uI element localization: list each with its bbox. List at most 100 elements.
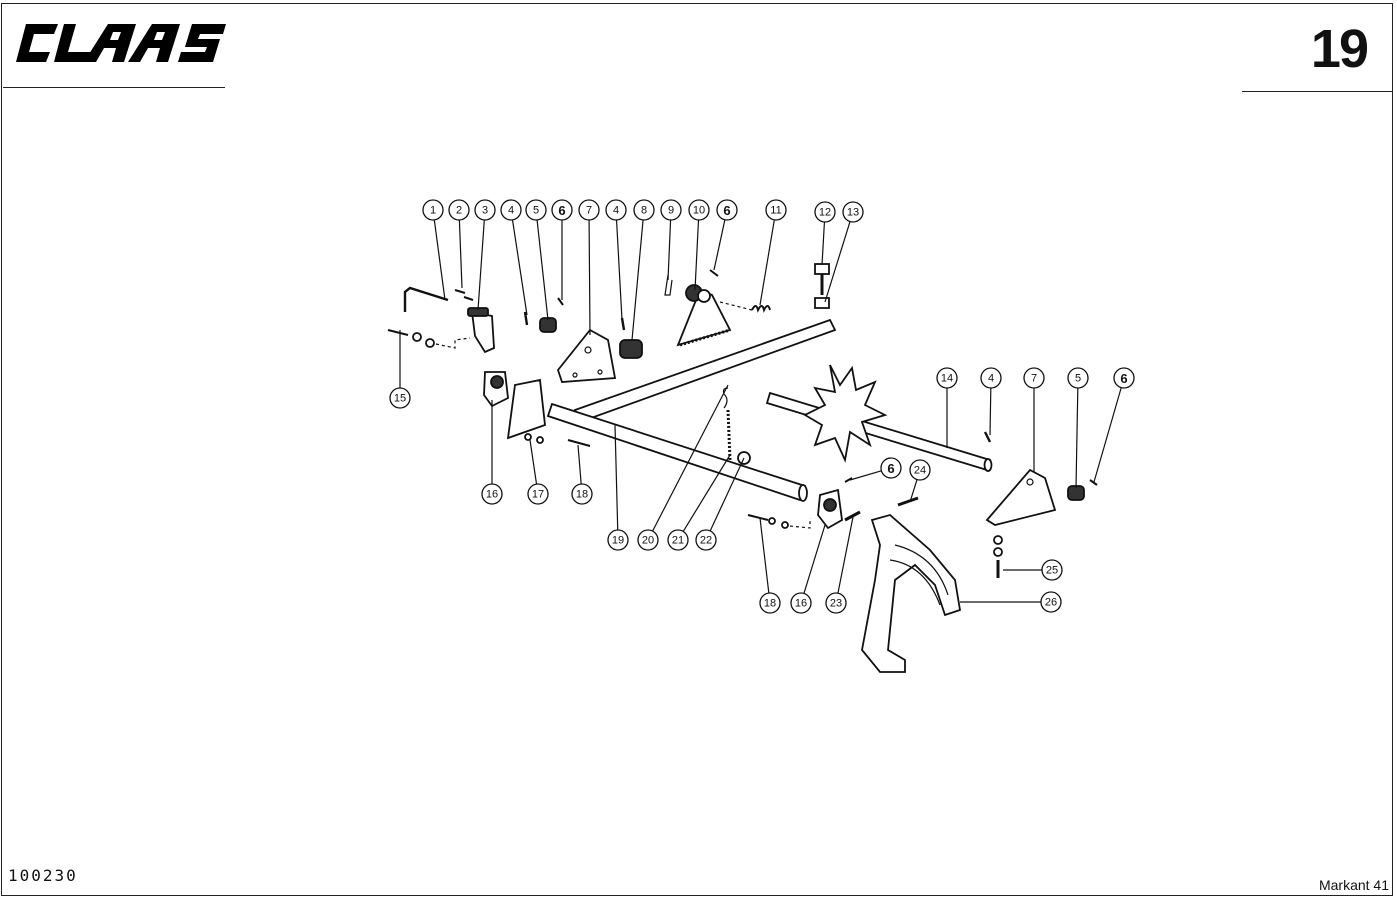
callout-circle (422, 199, 444, 221)
claas-logo (16, 24, 226, 62)
callout-8: 8 (633, 199, 655, 221)
callout-circle (842, 201, 864, 223)
callout-label: 7 (586, 205, 592, 217)
right-shaft (765, 391, 992, 472)
page-number: 19 (1310, 19, 1369, 79)
callout-label: 1 (430, 205, 436, 217)
leader-line (667, 219, 672, 281)
leader-line (989, 387, 992, 436)
leader-line (529, 439, 538, 485)
fork-part (861, 514, 962, 673)
callout-label: 5 (1075, 373, 1081, 385)
callout-label: 4 (508, 205, 514, 217)
callout-label: 18 (576, 489, 588, 501)
callout-23: 23 (825, 592, 847, 614)
callout-5: 5 (525, 199, 547, 221)
callout-label: 5 (533, 205, 539, 217)
callout-circle (389, 387, 411, 409)
callout-label: 16 (795, 598, 807, 610)
model-name: Markant 41 (1318, 877, 1389, 893)
callout-circle (980, 367, 1002, 389)
leader-line (433, 219, 446, 301)
callout-14: 14 (936, 367, 958, 389)
callout-label: 10 (693, 205, 705, 217)
callout-label: 19 (612, 535, 624, 547)
callout-11: 11 (765, 199, 787, 221)
callout-circle (525, 199, 547, 221)
callout-label: 7 (1031, 373, 1037, 385)
callout-circle (1023, 367, 1045, 389)
callout-label: 13 (847, 207, 859, 219)
callout-label: 11 (770, 205, 781, 217)
leader-line (615, 219, 623, 321)
callout-7: 7 (578, 199, 600, 221)
callout-4: 4 (605, 199, 627, 221)
leader-line (536, 219, 549, 321)
callout-circle (1041, 559, 1063, 581)
leader-line (614, 424, 619, 531)
callout-5: 5 (1067, 367, 1089, 389)
drawing-id: 100230 (8, 866, 78, 885)
callout-18: 18 (571, 483, 593, 505)
callout-circle (527, 483, 549, 505)
break-symbol (803, 364, 888, 464)
callout-label: 26 (1045, 597, 1057, 609)
callout-circle (695, 529, 717, 551)
leader-line (631, 219, 644, 341)
callout-label: 15 (394, 393, 406, 405)
callout-label: 23 (830, 598, 842, 610)
callout-21: 21 (667, 529, 689, 551)
leader-line (694, 219, 700, 291)
callout-2: 2 (448, 199, 470, 221)
callout-26: 26 (1040, 591, 1062, 613)
toothed-sector (676, 288, 732, 347)
callout-label: 12 (819, 207, 831, 219)
header-rule-right (1242, 91, 1392, 92)
callout-circle (1040, 591, 1062, 613)
header-rule-left (3, 87, 225, 88)
callout-22: 22 (695, 529, 717, 551)
callout-label: 4 (613, 205, 619, 217)
callout-circle (880, 457, 902, 479)
callout-10: 10 (688, 199, 710, 221)
callout-label: 6 (558, 203, 565, 218)
triangular-plate (556, 328, 617, 383)
callout-label: 6 (887, 461, 894, 476)
leader-line (458, 219, 463, 289)
leader-line (682, 454, 731, 532)
callout-circle (551, 199, 573, 221)
leader-lines (399, 219, 1122, 603)
leader-line (909, 479, 918, 503)
callout-label: 9 (668, 205, 674, 217)
callout-label: 25 (1046, 565, 1058, 577)
callout-circle (481, 483, 503, 505)
callout-circle (936, 367, 958, 389)
callout-circle (759, 592, 781, 614)
callout-label: 4 (988, 373, 994, 385)
callout-circle (825, 592, 847, 614)
callout-17: 17 (527, 483, 549, 505)
page-frame (1, 3, 1393, 896)
callout-6: 6 (551, 199, 573, 221)
callout-circle (605, 199, 627, 221)
callout-label: 24 (914, 465, 926, 477)
callout-15: 15 (389, 387, 411, 409)
callout-6: 6 (880, 457, 902, 479)
callout-circle (578, 199, 600, 221)
callout-circle (1067, 367, 1089, 389)
callout-19: 19 (607, 529, 629, 551)
parts-drawing (387, 263, 1098, 673)
leader-line (1075, 387, 1079, 489)
callout-16: 16 (481, 483, 503, 505)
callout-20: 20 (637, 529, 659, 551)
callout-24: 24 (909, 459, 931, 481)
leader-line (713, 219, 726, 271)
callout-circle (571, 483, 593, 505)
leader-line (652, 384, 729, 532)
callout-circle (667, 529, 689, 551)
callout-6: 6 (1113, 367, 1135, 389)
leader-line (477, 219, 485, 311)
callout-6: 6 (716, 199, 738, 221)
